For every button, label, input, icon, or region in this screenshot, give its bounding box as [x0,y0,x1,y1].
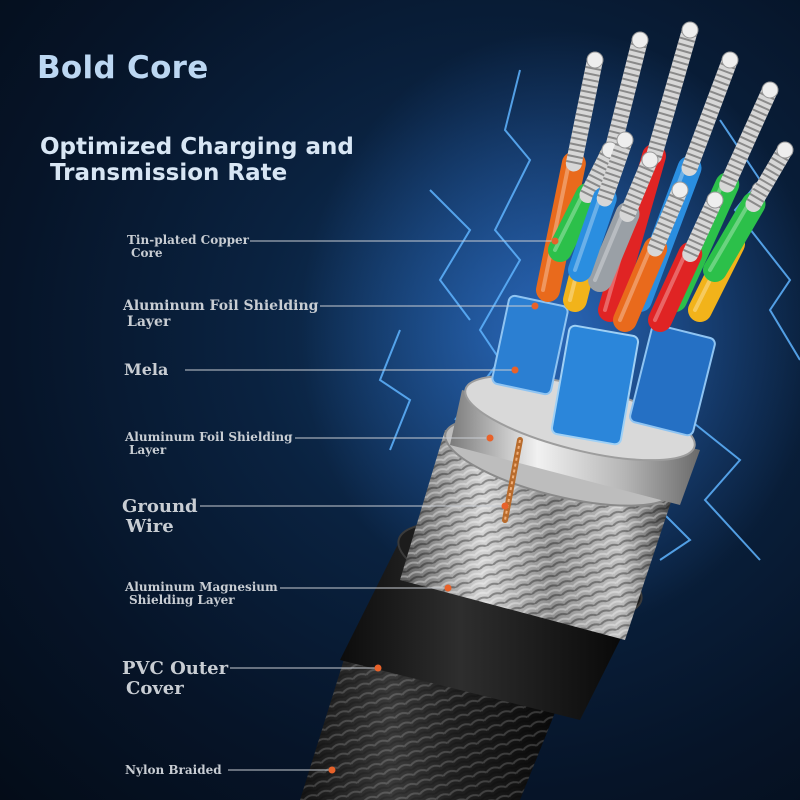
wire-tip [776,141,794,159]
insulated-wire [703,192,766,282]
wire-tip [681,21,699,39]
label-line-1: PVC Outer [122,658,229,679]
strand-texture [647,186,688,252]
label-line-1: Aluminum Magnesium [125,580,278,594]
marker-dot [511,366,519,374]
label-line-2: Core [131,246,163,260]
wire-tip [761,81,779,99]
label-line-1: Mela [124,360,169,379]
strand-texture [682,57,738,171]
label-nylon-braided: Nylon Braided [125,764,222,777]
copper-strands [719,82,778,193]
wire-tip [631,31,649,49]
label-line-2: Layer [129,443,167,457]
wire-highlight [553,193,585,252]
marker-dot [531,302,539,310]
label-line-1: Nylon Braided [125,763,222,777]
label-line-2: Layer [127,314,171,330]
strand-texture [746,145,792,209]
marker-dot [501,502,509,510]
wire-tip [706,191,724,209]
wire-tip [616,131,634,149]
wire-highlight [708,202,751,272]
label-line-1: Ground [122,496,198,517]
insulated-wire [588,202,640,292]
wire-highlight [573,196,602,272]
insulated-wire [648,242,703,332]
wire-tip [671,181,689,199]
label-pvc-outer-cover: PVC Outer Cover [122,659,228,699]
marker-dot [328,766,336,774]
label-ground-wire: Ground Wire [122,497,198,537]
label-aluminum-magnesium-shielding: Aluminum Magnesium Shielding Layer [125,581,278,607]
colored-wires [536,21,794,332]
marker-dot [486,434,494,442]
insulated-wire [548,183,600,262]
strand-texture [597,137,633,202]
wire-highlight [541,161,571,292]
label-line-1: Aluminum Foil Shielding [125,430,293,444]
subtitle-line-2: Transmission Rate [50,160,288,186]
wire-tip [721,51,739,69]
page-subtitle: Optimized Charging and Transmission Rate [40,134,354,186]
label-aluminum-foil-shielding-2: Aluminum Foil Shielding Layer [125,431,293,457]
strand-texture [580,146,618,199]
label-tin-plated-copper-core: Tin-plated Copper Core [127,234,249,260]
label-line-2: Wire [126,516,174,537]
wire-tip [586,51,604,69]
label-line-1: Aluminum Foil Shielding [123,298,319,314]
label-line-2: Cover [126,678,184,699]
wire-highlight [593,212,625,282]
wire-highlight [653,252,688,322]
wire-tip [641,151,659,169]
marker-dot [551,237,559,245]
insulated-wire [568,186,617,282]
label-mela: Mela [124,360,168,380]
copper-strands [565,52,603,172]
strand-texture [682,196,723,258]
subtitle-line-1: Optimized Charging and [40,134,354,160]
strand-texture [602,38,648,159]
strand-texture [646,27,698,159]
marker-dot [444,584,452,592]
strand-texture [620,156,658,218]
page-title: Bold Core [37,50,209,86]
wire-highlight [618,246,653,322]
nylon-braided-layer [300,640,560,800]
label-aluminum-foil-shielding-1: Aluminum Foil Shielding Layer [123,298,318,330]
marker-dot [374,664,382,672]
label-line-1: Tin-plated Copper [127,233,249,247]
insulated-wire [613,236,668,332]
label-line-2: Shielding Layer [129,593,235,607]
